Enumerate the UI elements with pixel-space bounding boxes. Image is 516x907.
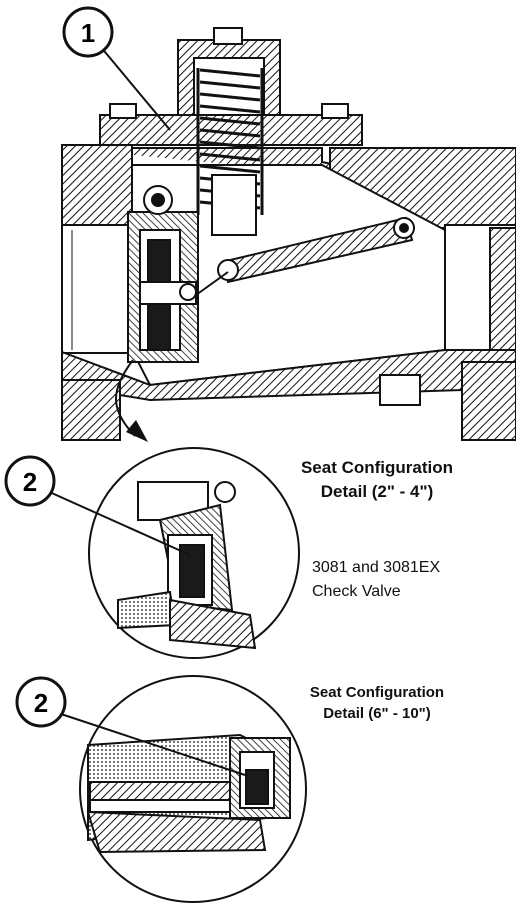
clapper	[127, 185, 199, 363]
link-arm	[179, 216, 415, 301]
detail-large-title-line1: Seat Configuration	[309, 684, 445, 701]
callout-1-label: 1	[81, 18, 95, 48]
detail-small-circle	[88, 447, 300, 659]
foot-left	[61, 379, 121, 441]
cap-nut	[213, 27, 243, 45]
callout-2a: 2	[4, 455, 56, 507]
detail-small-title-line2: Detail (2" - 4")	[320, 482, 434, 501]
cover-flange	[99, 114, 363, 146]
product-name-line2: Check Valve	[312, 583, 401, 600]
detail-large-seal	[245, 769, 269, 805]
inlet-bore	[61, 224, 135, 354]
spring-guide	[211, 174, 257, 236]
detail-large-title: Seat Configuration Detail (6" - 10")	[262, 682, 492, 724]
callout-2b: 2	[15, 676, 67, 728]
callout-1: 1	[62, 6, 114, 58]
detail-arrowhead	[126, 420, 148, 442]
foot-right	[461, 361, 516, 441]
bolt-left	[109, 103, 137, 119]
detail-large-circle	[79, 675, 307, 903]
detail-small-title-line1: Seat Configuration	[300, 458, 454, 477]
valve-body	[61, 27, 516, 441]
bolt-right	[321, 103, 349, 119]
product-name-line1: 3081 and 3081EX	[312, 559, 441, 576]
detail-small-seal	[179, 544, 205, 598]
callout-2b-label: 2	[34, 688, 48, 718]
detail-small-title: Seat Configuration Detail (2" - 4")	[262, 456, 492, 504]
detail-large-title-line2: Detail (6" - 10")	[323, 705, 431, 722]
product-name: 3081 and 3081EX Check Valve	[312, 556, 502, 604]
callout-2a-label: 2	[23, 467, 37, 497]
